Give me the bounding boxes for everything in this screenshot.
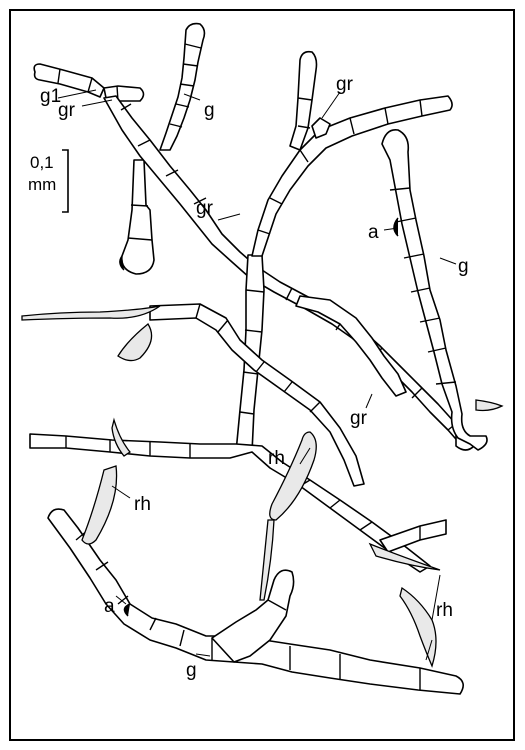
label-g-right: g [458, 256, 469, 277]
label-g-top: g [204, 100, 215, 121]
scale-bar-unit: mm [28, 175, 56, 194]
label-a-bottom: a [104, 596, 115, 617]
label-gr-top: gr [336, 74, 354, 95]
label-gr-left: gr [58, 100, 76, 121]
label-g-bottom: g [186, 660, 197, 681]
label-rh-right: rh [436, 600, 453, 621]
label-gr-lower: gr [350, 408, 368, 429]
label-a-right: a [368, 222, 379, 243]
label-gr-center: gr [196, 198, 214, 219]
scale-bar-value: 0,1 [30, 153, 54, 172]
label-rh-left: rh [134, 494, 151, 515]
label-rh-center: rh [268, 448, 285, 469]
